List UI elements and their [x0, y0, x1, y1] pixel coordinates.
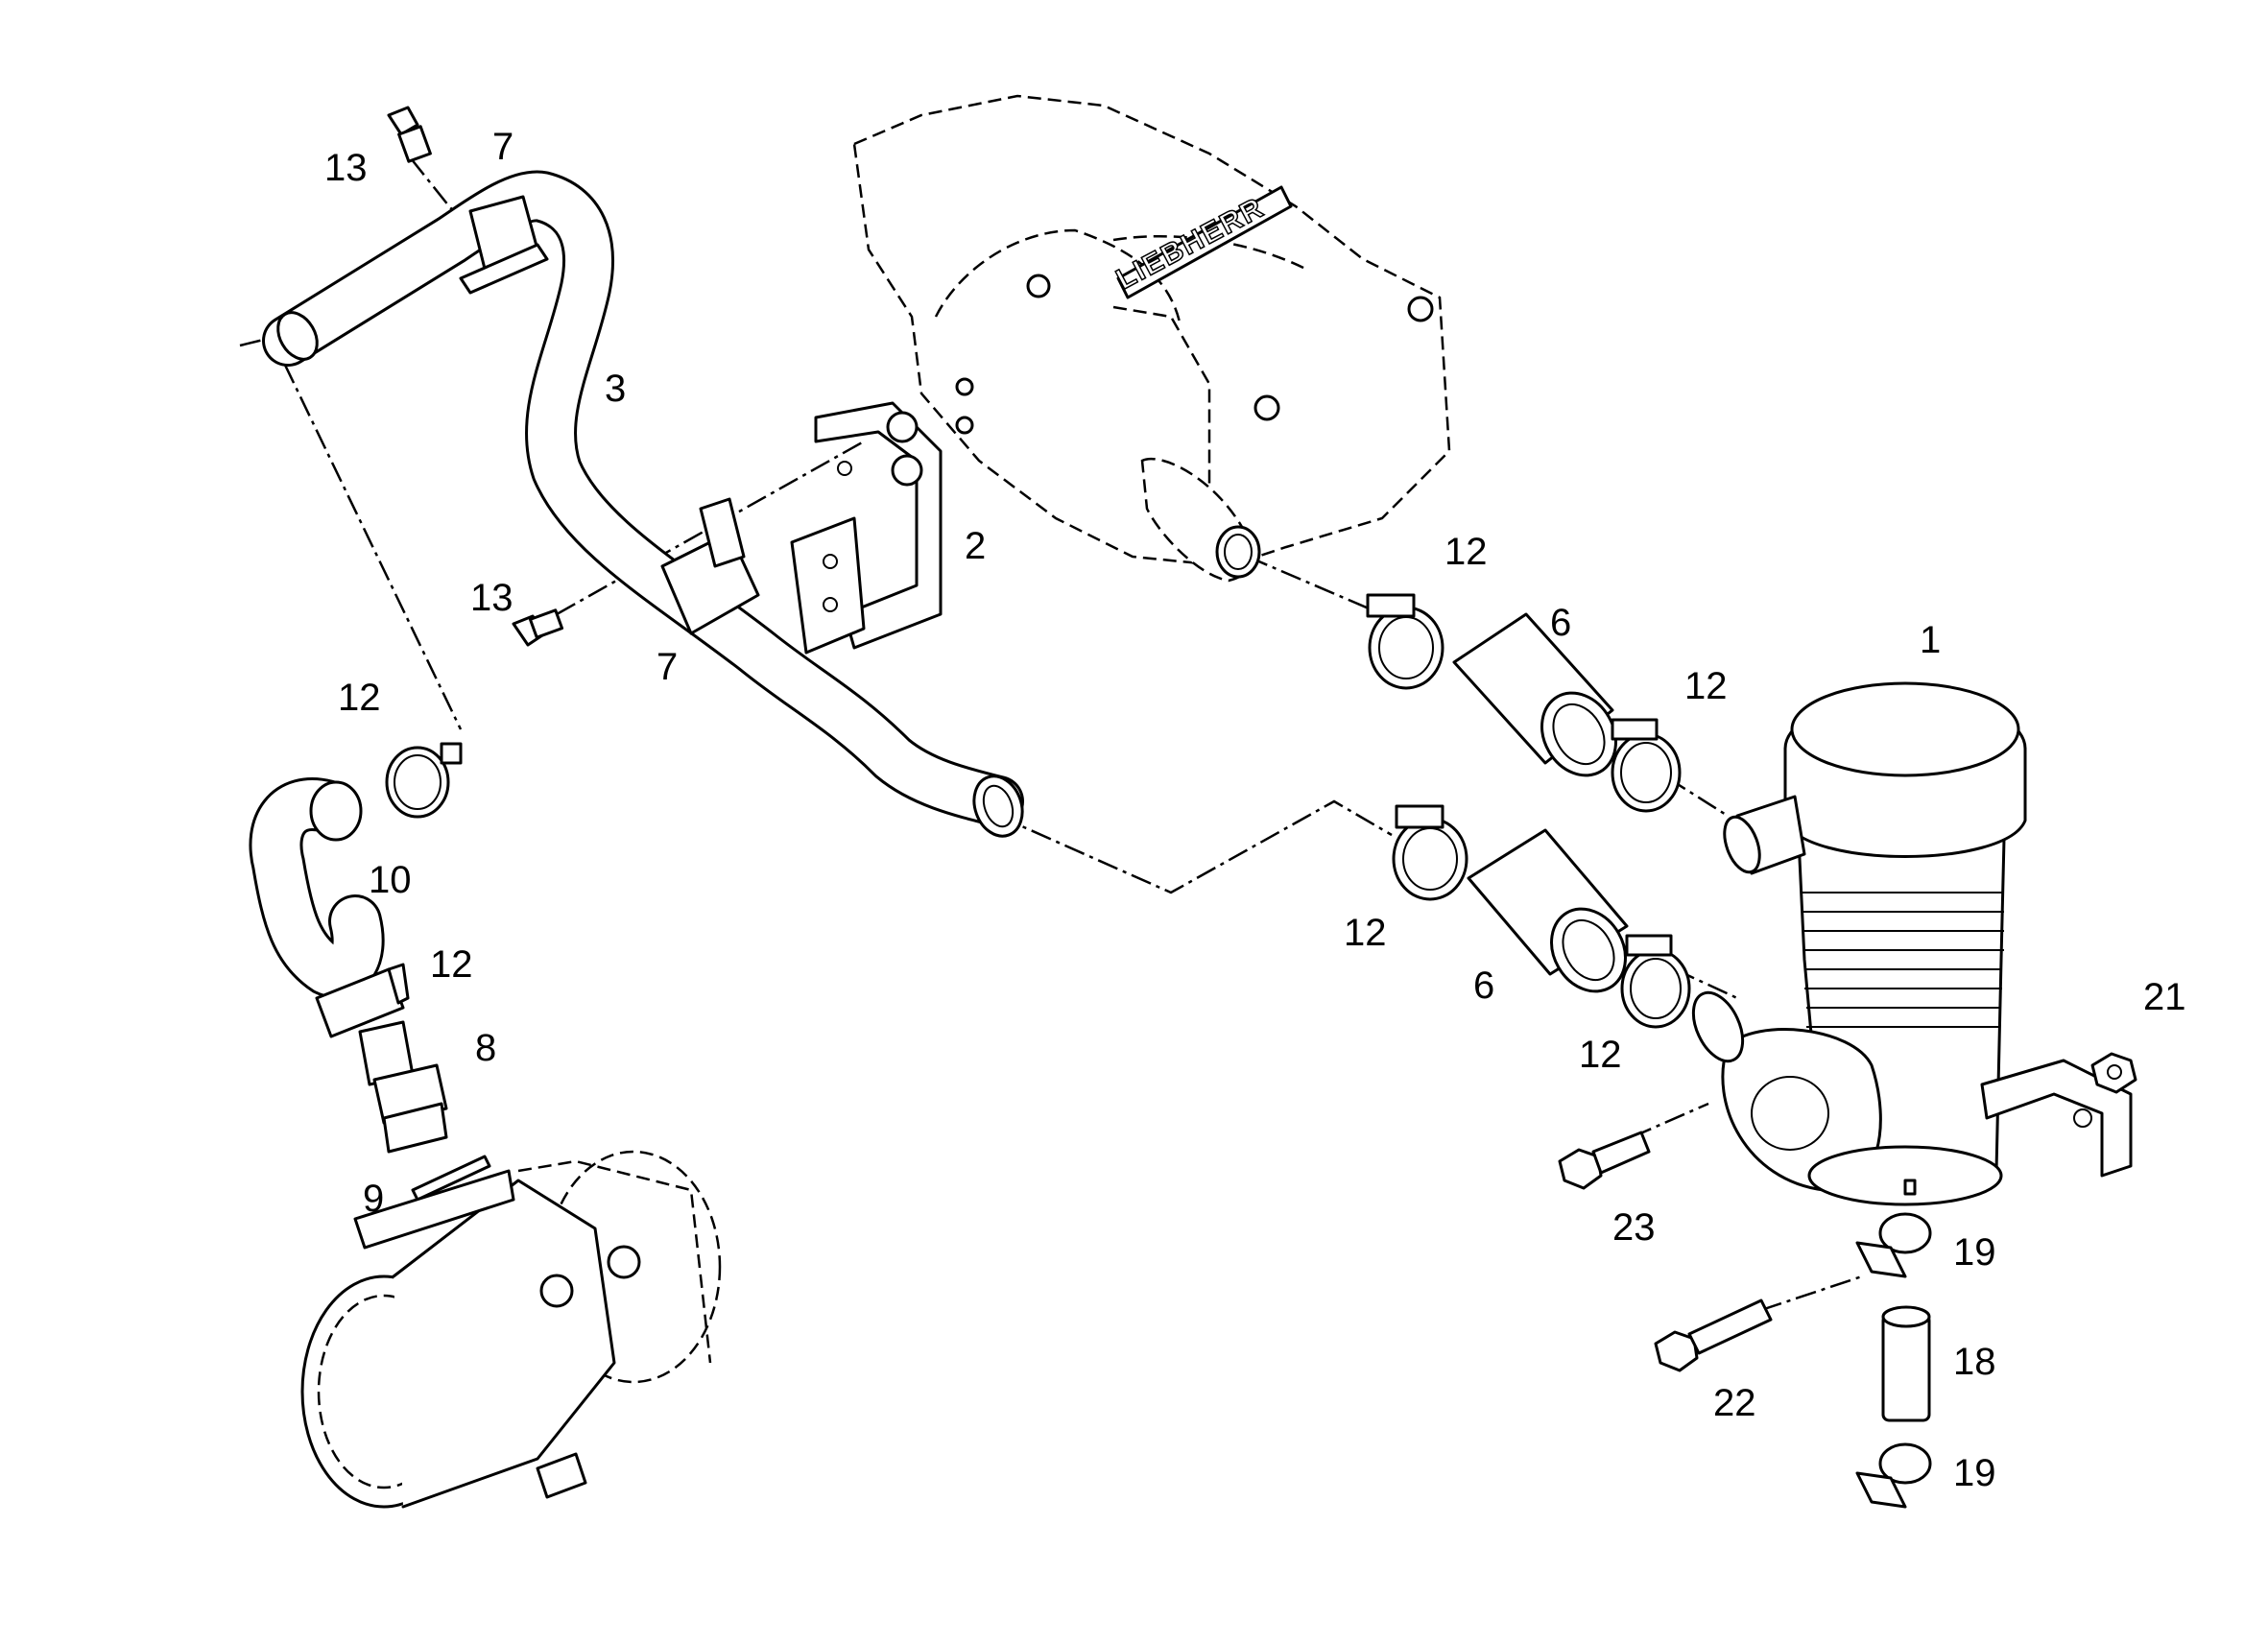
- callout-2: 2: [965, 525, 986, 567]
- clamp-12-upper: [1366, 593, 1444, 690]
- pipe-3: [262, 170, 1024, 838]
- nut-21: [2090, 1052, 2137, 1094]
- callouts: 13 7 3 2 13 7 12 10 12 8 9 12 6 12 1 12 …: [324, 126, 2186, 1494]
- callout-22: 22: [1713, 1382, 1756, 1424]
- bolt-23: [1558, 1131, 1651, 1190]
- seal-9: [411, 1155, 491, 1202]
- callout-7-mid: 7: [657, 646, 678, 688]
- callout-8: 8: [475, 1027, 496, 1069]
- callout-12-upper-right: 12: [1684, 665, 1728, 707]
- callout-10: 10: [369, 859, 412, 901]
- compressor-housing: LIEBHERR: [852, 94, 1451, 583]
- hose-6-lower: [1467, 828, 1629, 993]
- bolt-13-mid: [512, 608, 564, 647]
- clamp-12-lower-left: [315, 963, 410, 1038]
- bolt-22: [1654, 1299, 1773, 1372]
- callout-3: 3: [605, 368, 626, 410]
- leader-lines: [239, 157, 2132, 1312]
- bracket-2: [790, 401, 943, 655]
- clamp-12-upper-right: [1611, 718, 1682, 813]
- hose-6-upper: [1452, 612, 1617, 777]
- callout-12-lower: 12: [1344, 912, 1387, 954]
- clamp-19-lower: [1855, 1442, 1932, 1509]
- clamp-12-lower-right: [1620, 934, 1691, 1029]
- callout-6-lower: 6: [1473, 965, 1494, 1007]
- clamp-12-lower: [1392, 804, 1468, 901]
- callout-12-left-top: 12: [338, 677, 381, 719]
- bolt-13-top: [387, 106, 432, 163]
- callout-12-left-mid: 12: [430, 943, 473, 986]
- clamp-19-upper: [1855, 1212, 1932, 1278]
- callout-19-upper: 19: [1953, 1231, 1996, 1274]
- tube-18: [1881, 1305, 1931, 1422]
- callout-13-top: 13: [324, 147, 368, 189]
- callout-21: 21: [2143, 976, 2186, 1018]
- clamp-12-upper-left: [385, 742, 463, 819]
- fitting-8: [358, 1020, 448, 1154]
- callout-1: 1: [1920, 619, 1941, 661]
- callout-23: 23: [1612, 1206, 1656, 1249]
- callout-18: 18: [1953, 1341, 1996, 1383]
- air-filter-1: [1691, 681, 2133, 1206]
- callout-12-lower-right: 12: [1579, 1034, 1622, 1076]
- throttle-body: [300, 1150, 722, 1509]
- callout-13-mid: 13: [470, 577, 513, 619]
- callout-7-top: 7: [492, 126, 513, 168]
- callout-9: 9: [363, 1178, 384, 1220]
- callout-19-lower: 19: [1953, 1452, 1996, 1494]
- filter-ribs: [1802, 892, 2004, 1028]
- hose-10: [249, 777, 385, 999]
- callout-6-upper: 6: [1550, 602, 1571, 644]
- callout-12-upper: 12: [1444, 531, 1488, 573]
